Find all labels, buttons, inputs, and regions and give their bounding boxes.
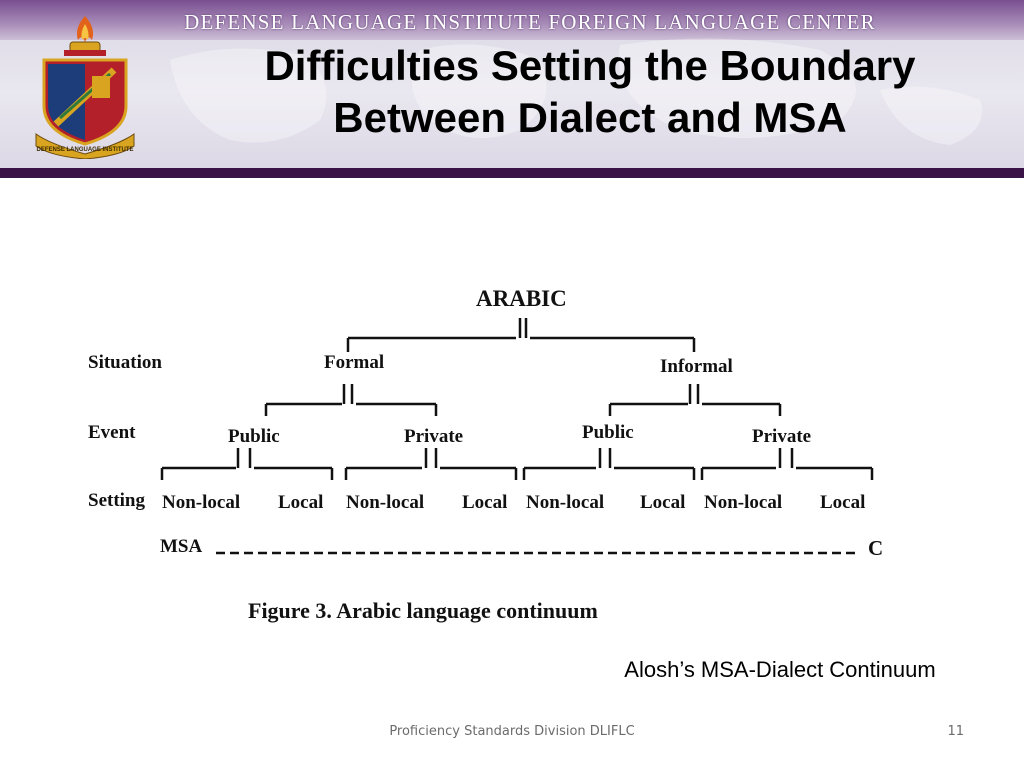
setting-node: Non-local	[346, 492, 425, 513]
tree-lines	[160, 318, 874, 555]
title-line-1: Difficulties Setting the Boundary	[264, 42, 916, 89]
arabic-continuum-diagram: ARABIC Situation Event Setting Formal In…	[80, 280, 900, 640]
situation-node: Informal	[660, 356, 733, 377]
footer-text: Proficiency Standards Division DLIFLC	[389, 724, 635, 739]
diagram-root: ARABIC	[476, 286, 567, 311]
header-banner	[0, 0, 1024, 40]
setting-node: Non-local	[704, 492, 783, 513]
slide-header: DEFENSE LANGUAGE INSTITUTE FOREIGN LANGU…	[0, 0, 1024, 168]
setting-node: Local	[278, 492, 324, 513]
event-node: Private	[752, 426, 812, 447]
setting-node: Local	[462, 492, 508, 513]
diagram-caption: Alosh’s MSA-Dialect Continuum	[624, 657, 936, 682]
page-number: 11	[947, 724, 964, 739]
crest-text: DEFENSE LANGUAGE INSTITUTE	[36, 147, 133, 153]
event-node: Private	[404, 426, 464, 447]
institute-name: DEFENSE LANGUAGE INSTITUTE FOREIGN LANGU…	[184, 10, 876, 34]
header-divider	[0, 168, 1024, 178]
setting-node: Non-local	[162, 492, 241, 513]
row-label-setting: Setting	[88, 490, 145, 511]
title-line-2: Between Dialect and MSA	[333, 94, 847, 141]
row-label-situation: Situation	[88, 352, 162, 373]
row-label-event: Event	[88, 422, 136, 443]
dli-crest-icon: DEFENSE LANGUAGE INSTITUTE	[35, 16, 135, 159]
continuum-start-label: MSA	[160, 536, 203, 557]
setting-node: Local	[820, 492, 866, 513]
figure-caption: Figure 3. Arabic language continuum	[248, 598, 598, 623]
event-node: Public	[228, 426, 280, 447]
setting-node: Local	[640, 492, 686, 513]
slide-title: Difficulties Setting the Boundary Betwee…	[160, 40, 1020, 144]
continuum-end-label: C	[868, 536, 884, 560]
world-map-background	[170, 38, 982, 145]
setting-node: Non-local	[526, 492, 605, 513]
situation-node: Formal	[324, 352, 385, 373]
event-node: Public	[582, 422, 634, 443]
